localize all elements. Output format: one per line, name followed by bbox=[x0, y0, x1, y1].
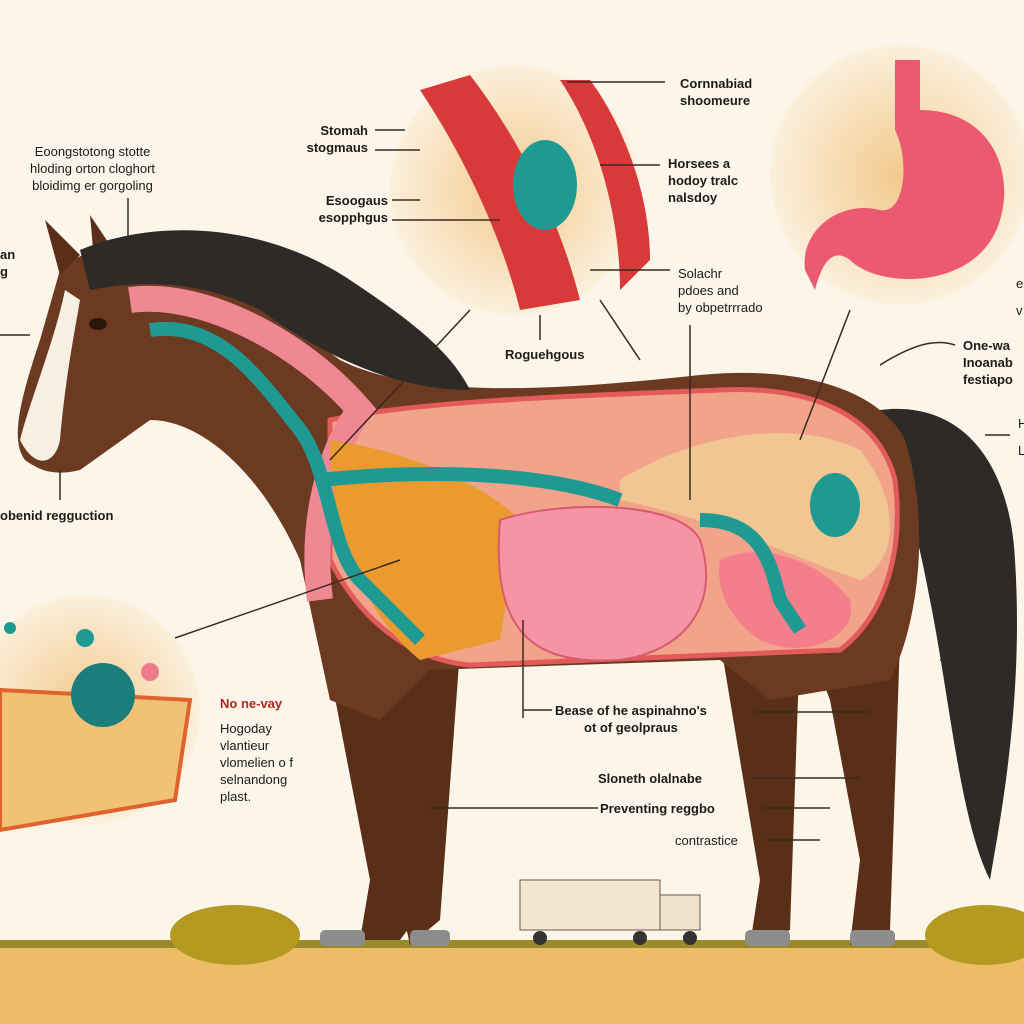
label-line: ot of geolpraus bbox=[584, 720, 678, 735]
preventing-label: Preventing reggbo bbox=[600, 801, 715, 816]
particle bbox=[4, 622, 16, 634]
legs bbox=[320, 620, 900, 945]
label-line: Bease of he aspinahno's bbox=[555, 703, 707, 718]
eye bbox=[89, 318, 107, 330]
label-line: v bbox=[1016, 303, 1023, 318]
hooves bbox=[320, 930, 895, 946]
label-line: stogmaus bbox=[306, 140, 368, 155]
combined-label: Cornnabiad shoomeure bbox=[680, 75, 752, 109]
top-left-note: Eoongstotong stotte hloding orton clogho… bbox=[30, 143, 155, 194]
note-line: hloding orton cloghort bbox=[30, 161, 156, 176]
label-line: nalsdoy bbox=[668, 190, 718, 205]
label-line: e bbox=[1016, 276, 1024, 291]
magnified-stomach bbox=[804, 60, 1005, 290]
label-line: hodoy tralc bbox=[668, 173, 739, 188]
esophagus-label: Esoogaus esopphgus bbox=[280, 192, 388, 226]
leader-lines bbox=[0, 81, 1010, 841]
left-edge-label: an g bbox=[0, 246, 15, 280]
label-line: festiapo bbox=[963, 372, 1013, 387]
note-line: bloidimg er gorgoling bbox=[32, 178, 153, 193]
label-line: vlomelien o f bbox=[220, 755, 293, 770]
muscle-layer bbox=[420, 75, 580, 310]
one-way-label: One-wa Inoanab festiapo bbox=[963, 337, 1013, 388]
muscle-layer bbox=[560, 80, 650, 290]
bush bbox=[170, 905, 300, 965]
regughous-label: Roguehgous bbox=[505, 347, 585, 362]
ear bbox=[45, 220, 80, 275]
label-line: g bbox=[0, 264, 8, 279]
contractice-label: contrastice bbox=[675, 833, 738, 848]
horses-label: Horsees a hodoy tralc nalsdoy bbox=[668, 155, 738, 206]
label-line: Hogoday bbox=[220, 721, 273, 736]
label-line: by obpetrrrado bbox=[678, 300, 763, 315]
label-line: esopphgus bbox=[318, 210, 388, 225]
label-line: Solachr bbox=[678, 266, 723, 281]
large-intestine bbox=[620, 433, 890, 580]
particle bbox=[76, 629, 94, 647]
right-top-label: e v bbox=[1016, 275, 1023, 319]
esophagus-tract bbox=[128, 285, 377, 602]
teal-duct bbox=[149, 321, 806, 645]
base-label: Bease of he aspinahno's ot of geolpraus bbox=[555, 702, 707, 736]
small-intestine bbox=[497, 505, 708, 662]
label-line: L bbox=[1018, 443, 1024, 458]
blaze bbox=[20, 290, 80, 461]
sloneth-label: Sloneth olalnabe bbox=[598, 771, 703, 786]
ground bbox=[0, 945, 1024, 1024]
label-line: Inoanab bbox=[963, 355, 1013, 370]
label-line: Esoogaus bbox=[325, 193, 388, 208]
stomach-label: Stomah stogmaus bbox=[300, 122, 368, 156]
mane bbox=[80, 230, 470, 390]
note-line: Eoongstotong stotte bbox=[34, 144, 151, 159]
no-way-title: No ne-vay bbox=[220, 696, 283, 711]
label-line: pdoes and bbox=[678, 283, 739, 298]
label-line: selnandong bbox=[220, 772, 288, 787]
right-small-label: H L bbox=[1018, 415, 1024, 459]
solache-label: Solachr pdoes and by obpetrrrado bbox=[678, 265, 763, 316]
grass-line bbox=[0, 940, 1024, 948]
particle bbox=[141, 663, 159, 681]
particle-cluster bbox=[71, 663, 135, 727]
stomach-teal bbox=[810, 473, 860, 537]
label-line: an bbox=[0, 247, 16, 262]
regurgitation-label: obenid regguction bbox=[0, 508, 114, 523]
truck-illustration bbox=[519, 879, 701, 945]
bush bbox=[925, 905, 1024, 965]
label-line: H bbox=[1018, 416, 1024, 431]
label-line: shoomeure bbox=[680, 93, 751, 108]
label-line: Cornnabiad bbox=[680, 76, 753, 91]
no-way-body: Hogoday vlantieur vlomelien o f selnando… bbox=[220, 720, 293, 805]
label-line: Horsees a bbox=[668, 156, 731, 171]
label-line: One-wa bbox=[963, 338, 1010, 353]
label-line: vlantieur bbox=[220, 738, 270, 753]
magnified-stomach-teal bbox=[513, 140, 577, 230]
label-line: plast. bbox=[220, 789, 252, 804]
label-line: Stomah bbox=[320, 123, 368, 138]
